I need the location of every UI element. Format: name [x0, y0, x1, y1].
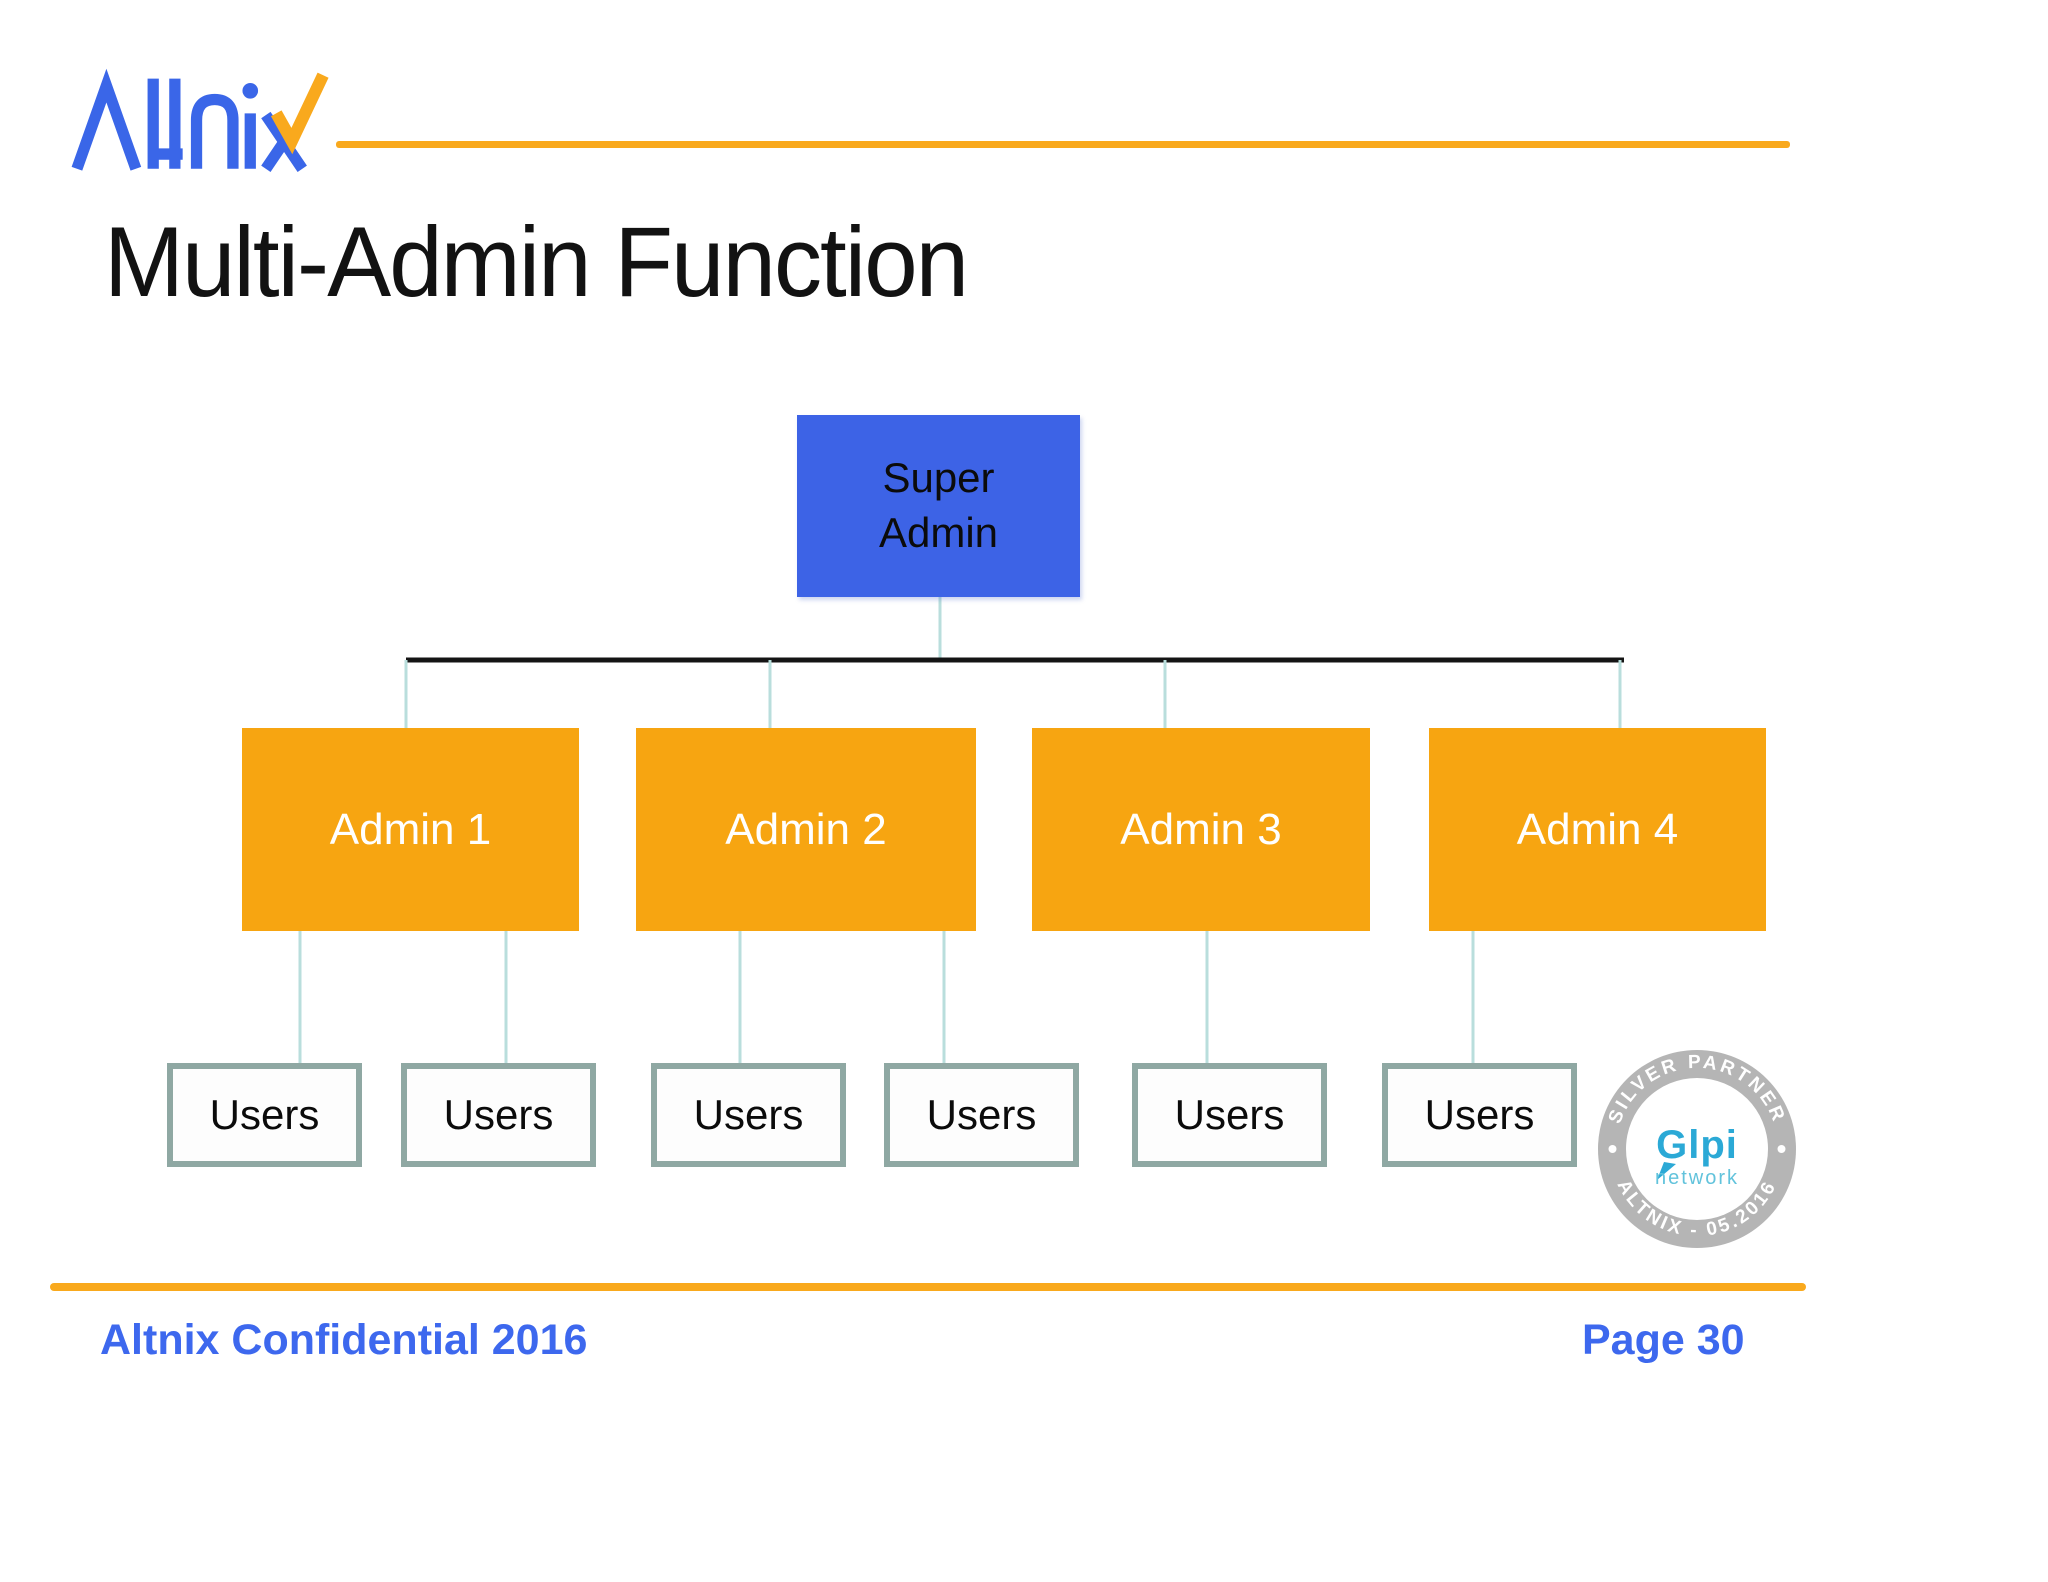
users-box-6: Users [1382, 1063, 1577, 1167]
badge-dot-left [1608, 1145, 1617, 1153]
admin-4-box: Admin 4 [1429, 728, 1766, 931]
admin-3-box: Admin 3 [1032, 728, 1370, 931]
footer-page-number: Page 30 [1582, 1316, 1745, 1364]
badge-dot-right [1777, 1145, 1786, 1153]
users-box-3: Users [651, 1063, 846, 1167]
super-admin-box: Super Admin [797, 415, 1080, 597]
users-box-5: Users [1132, 1063, 1327, 1167]
users-box-1: Users [167, 1063, 362, 1167]
footer-confidential-text: Altnix Confidential 2016 [100, 1316, 588, 1364]
glpi-partner-badge: SILVER PARTNER ALTNIX - 05.2016 Glpi net… [1594, 1046, 1800, 1252]
users-box-2: Users [401, 1063, 596, 1167]
glpi-network-text: network [1655, 1167, 1739, 1189]
glpi-partner-badge-icon: SILVER PARTNER ALTNIX - 05.2016 Glpi net… [1598, 1050, 1796, 1248]
users-box-4: Users [884, 1063, 1079, 1167]
page-title: Multi-Admin Function [104, 206, 969, 317]
admin-2-box: Admin 2 [636, 728, 976, 931]
header-rule [336, 141, 1790, 148]
altnix-logo: Altnix [70, 66, 330, 178]
altnix-logo-icon [71, 68, 329, 172]
footer-rule [50, 1283, 1806, 1291]
glpi-brand-text: Glpi [1656, 1123, 1738, 1167]
glpi-bubble-tail [1657, 1162, 1676, 1180]
admin-1-box: Admin 1 [242, 728, 579, 931]
